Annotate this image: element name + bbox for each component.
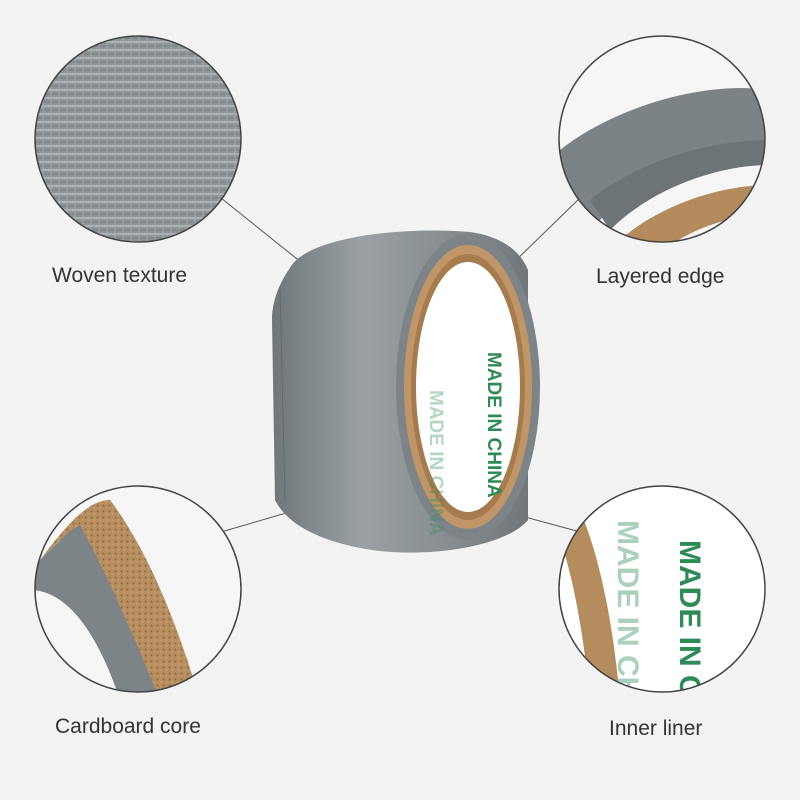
tape-roll: MADE IN CHINA MADE IN CHINA xyxy=(272,230,540,553)
callout-label-woven: Woven texture xyxy=(52,264,188,287)
roll-liner-print: MADE IN CHINA MADE IN CHINA xyxy=(425,352,504,536)
callout-label-inner: Inner liner xyxy=(609,717,703,740)
inner-liner-text-faint: MADE IN CHINA xyxy=(611,520,644,750)
inner-liner-text-primary: MADE IN CHINA xyxy=(673,540,706,770)
liner-text-faint: MADE IN CHINA xyxy=(425,390,446,536)
callout-cardboard-circle xyxy=(34,485,242,693)
callout-woven-circle xyxy=(34,35,242,243)
callout-inner-circle: MADE IN CHINA MADE IN CHINA xyxy=(558,485,766,770)
callout-layered-circle xyxy=(558,35,766,243)
callout-label-cardboard: Cardboard core xyxy=(55,715,201,738)
callout-label-layered: Layered edge xyxy=(596,265,725,288)
liner-text-primary: MADE IN CHINA xyxy=(483,352,504,498)
